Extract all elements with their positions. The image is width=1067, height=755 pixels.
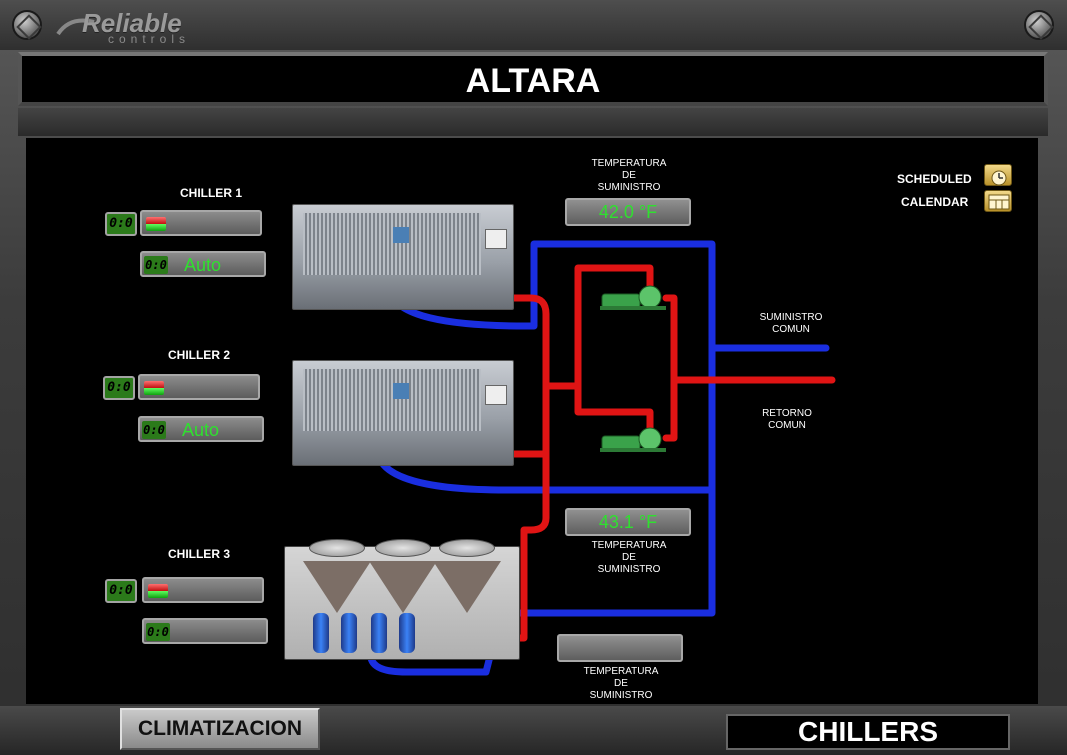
supply-top-temp-value: 42.0 °F (598, 202, 658, 222)
main-panel: CHILLER 1 0:0 0:0 Auto CHILLER 2 0:0 0:0… (26, 138, 1038, 704)
chiller-2-mode-box[interactable]: 0:0 Auto (138, 416, 264, 442)
scheduled-button[interactable] (984, 164, 1012, 186)
chiller-2-status-indicator: 0:0 (103, 376, 135, 400)
chiller-2-grill (303, 369, 481, 431)
pump-2-icon[interactable] (600, 426, 666, 452)
chiller-2-status-led-icon (144, 381, 164, 395)
clock-icon (991, 170, 1007, 186)
climatizacion-nav-button[interactable]: CLIMATIZACION (120, 708, 320, 750)
return-common-label: RETORNO COMUN (762, 408, 812, 431)
compressor-icon (371, 613, 387, 653)
supply-mid-temp-box[interactable]: 43.1 °F (565, 508, 691, 536)
sub-bar (18, 108, 1048, 136)
reliable-controls-logo: Reliable controls (56, 6, 240, 46)
title-bar: ALTARA (18, 52, 1048, 106)
chiller-1-mode-value: Auto (184, 255, 222, 275)
compressor-icon (399, 613, 415, 653)
coil-icon (433, 561, 501, 613)
chiller-3-status-box[interactable] (142, 577, 264, 603)
chiller-3-mode-indicator: 0:0 (146, 623, 170, 641)
pump-1-icon[interactable] (600, 284, 666, 310)
pipe-network (367, 240, 836, 676)
compressor-icon (341, 613, 357, 653)
chiller-1-unit[interactable] (292, 204, 514, 310)
screw-icon (12, 10, 42, 40)
chiller-1-grill (303, 213, 481, 275)
supply-common-label: SUMINISTRO COMUN (759, 312, 823, 335)
chiller-2-control-panel (485, 385, 507, 405)
chiller-3-mode-box[interactable]: 0:0 (142, 618, 268, 644)
coil-icon (303, 561, 371, 613)
chiller-1-status-box[interactable] (140, 210, 262, 236)
chiller-2-mode-indicator: 0:0 (142, 421, 166, 439)
supply-top-temp-box[interactable]: 42.0 °F (565, 198, 691, 226)
chiller-1-brand-icon (393, 227, 409, 243)
calendar-button[interactable] (984, 190, 1012, 212)
chiller-1-control-panel (485, 229, 507, 249)
supply-mid-label: TEMPERATURA DE SUMINISTRO (591, 540, 667, 575)
chiller-2-status-box[interactable] (138, 374, 260, 400)
chiller-1-mode-box[interactable]: 0:0 Auto (140, 251, 266, 277)
screw-icon (1024, 10, 1054, 40)
chiller-2-unit[interactable] (292, 360, 514, 466)
return-pipe (542, 264, 654, 440)
page-title: ALTARA (465, 62, 601, 100)
logo-swoosh-icon (56, 18, 95, 36)
chiller-3-status-led-icon (148, 584, 168, 598)
fan-icon (375, 539, 431, 557)
logo-brand-text: Reliable (82, 8, 182, 38)
chiller-2-mode-value: Auto (182, 420, 220, 440)
chiller-3-unit[interactable] (284, 539, 520, 660)
coil-icon (369, 561, 437, 613)
chiller-3-status-indicator: 0:0 (105, 579, 137, 603)
supply-bottom-label: TEMPERATURA DE SUMINISTRO (583, 666, 659, 701)
chiller-1-mode-indicator: 0:0 (144, 256, 168, 274)
supply-top-label: TEMPERATURA DE SUMINISTRO (591, 158, 667, 193)
scheduled-label: SCHEDULED (897, 172, 972, 186)
compressor-icon (313, 613, 329, 653)
supply-bottom-temp-box[interactable] (557, 634, 683, 662)
chiller-2-brand-icon (393, 383, 409, 399)
fan-icon (309, 539, 365, 557)
chiller-1-status-indicator: 0:0 (105, 212, 137, 236)
return-pipe (662, 294, 836, 442)
supply-mid-temp-value: 43.1 °F (598, 512, 658, 532)
calendar-icon (988, 194, 1010, 210)
logo-sub-text: controls (108, 32, 191, 46)
chiller-3-label: CHILLER 3 (167, 547, 230, 561)
fan-icon (439, 539, 495, 557)
top-bar: Reliable controls (0, 0, 1067, 50)
calendar-label: CALENDAR (901, 195, 969, 209)
chiller-1-status-led-icon (146, 217, 166, 231)
chiller-1-label: CHILLER 1 (179, 186, 242, 200)
return-pipe (417, 294, 550, 642)
chiller-2-label: CHILLER 2 (167, 348, 230, 362)
current-page-label: CHILLERS (726, 714, 1010, 750)
